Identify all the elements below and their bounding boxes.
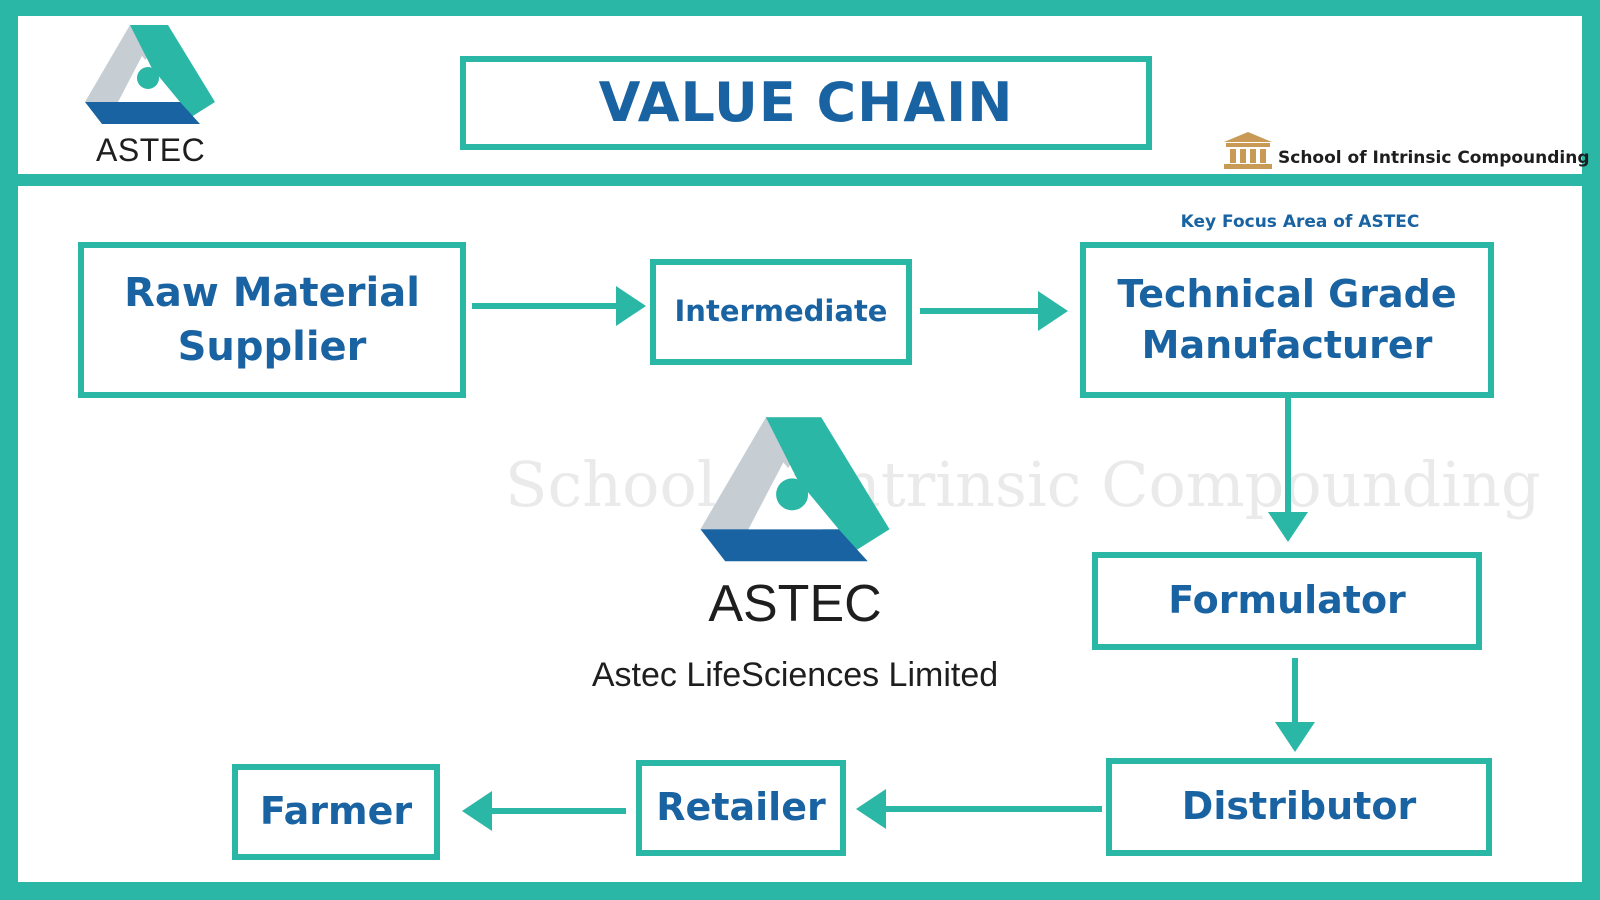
astec-logo-large-icon xyxy=(700,417,890,562)
node-retailer: Retailer xyxy=(636,760,846,856)
brand-text: School of Intrinsic Compounding xyxy=(1278,148,1590,168)
arrow-raw-to-intermediate xyxy=(472,303,622,309)
node-label: Farmer xyxy=(259,789,413,834)
page-title: VALUE CHAIN xyxy=(460,56,1152,150)
node-label: Retailer xyxy=(656,785,826,830)
node-label: Formulator xyxy=(1168,578,1406,623)
header-logo-text: ASTEC xyxy=(96,132,206,168)
node-distributor: Distributor xyxy=(1106,758,1492,856)
arrow-retailer-to-farmer xyxy=(486,808,626,814)
institution-icon xyxy=(1224,132,1272,169)
arrow-distributor-to-retailer xyxy=(880,806,1102,812)
node-intermediate: Intermediate xyxy=(650,259,912,365)
key-focus-label: Key Focus Area of ASTEC xyxy=(1180,212,1420,232)
arrow-intermediate-to-technical xyxy=(920,308,1044,314)
astec-logo-icon xyxy=(85,25,215,124)
arrow-formulator-to-distributor xyxy=(1292,658,1298,726)
node-label: Distributor xyxy=(1181,784,1417,829)
node-formulator: Formulator xyxy=(1092,552,1482,650)
node-technical-grade-manufacturer: Technical Grade Manufacturer xyxy=(1080,242,1494,398)
company-name: Astec LifeSciences Limited xyxy=(591,656,999,694)
center-logo-text: ASTEC xyxy=(708,575,882,633)
node-label: Intermediate xyxy=(674,294,888,329)
arrow-technical-to-formulator xyxy=(1285,398,1291,516)
node-raw-material-supplier: Raw Material Supplier xyxy=(78,242,466,398)
node-label: Raw Material Supplier xyxy=(124,270,420,370)
node-farmer: Farmer xyxy=(232,764,440,860)
node-label: Technical Grade Manufacturer xyxy=(1117,271,1457,367)
